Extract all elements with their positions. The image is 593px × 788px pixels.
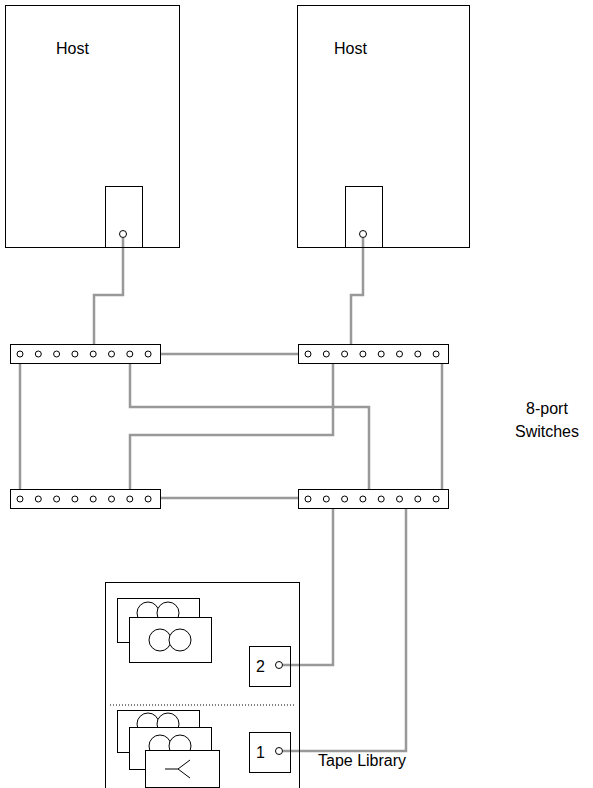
robot-unit xyxy=(146,751,220,788)
switch-port xyxy=(35,351,41,357)
port-box: 1 xyxy=(249,732,291,773)
switch-port xyxy=(54,351,60,357)
tape-reel xyxy=(149,629,171,651)
wire xyxy=(151,353,312,356)
library-port xyxy=(276,748,283,755)
library-port xyxy=(276,662,283,669)
tape-reel xyxy=(169,629,191,651)
switch-port xyxy=(145,496,151,502)
switch-port xyxy=(415,351,421,357)
switch-port xyxy=(433,496,439,502)
switch-port xyxy=(323,351,329,357)
tape-library-box: Tape Library21 xyxy=(105,582,300,788)
tape-cartridge xyxy=(130,618,212,663)
host-label: Host xyxy=(56,39,89,58)
host-label: Host xyxy=(334,39,367,58)
switches xyxy=(11,345,449,509)
switch-port xyxy=(35,496,41,502)
switch-port xyxy=(323,496,329,502)
switch-port xyxy=(305,496,311,502)
switch-port xyxy=(397,351,403,357)
switch-port xyxy=(90,496,96,502)
divider-line xyxy=(110,705,295,706)
library-label: Tape Library xyxy=(318,751,406,770)
switch-port xyxy=(17,351,23,357)
port-number: 2 xyxy=(256,657,265,676)
switch-port xyxy=(54,496,60,502)
switch-port xyxy=(127,351,133,357)
switch-port xyxy=(433,351,439,357)
switch-port xyxy=(397,496,403,502)
switch-body xyxy=(299,490,449,509)
switch-body xyxy=(11,345,161,364)
hba-port xyxy=(360,231,367,238)
switch-port xyxy=(378,351,384,357)
tape-drives xyxy=(118,599,220,788)
switch-port xyxy=(17,496,23,502)
port-box: 2 xyxy=(249,646,291,687)
wire xyxy=(283,501,333,665)
switch-port xyxy=(360,496,366,502)
wire xyxy=(283,501,406,751)
switch-port xyxy=(127,496,133,502)
wire xyxy=(441,357,444,495)
port-number: 1 xyxy=(256,743,265,762)
wire xyxy=(19,357,22,495)
wire xyxy=(151,497,312,500)
switch-port xyxy=(415,496,421,502)
switch-body xyxy=(11,490,161,509)
switch-body xyxy=(299,345,449,364)
switch-port xyxy=(109,351,115,357)
switch-port xyxy=(305,351,311,357)
switch-port xyxy=(90,351,96,357)
wire xyxy=(130,357,333,495)
switch-group-label: 8-port Switches xyxy=(505,397,589,443)
wire xyxy=(130,357,369,495)
switch-port xyxy=(72,496,78,502)
switch-port xyxy=(342,351,348,357)
switch-port xyxy=(109,496,115,502)
host-box: Host xyxy=(297,5,470,248)
switch-port xyxy=(342,496,348,502)
wire xyxy=(94,238,123,351)
switch-port xyxy=(360,351,366,357)
switch-port xyxy=(378,496,384,502)
host-box: Host xyxy=(5,5,180,248)
switch-port xyxy=(72,351,78,357)
hba-port xyxy=(120,231,127,238)
wire xyxy=(351,238,363,351)
robot-symbol xyxy=(165,760,190,778)
switch-port xyxy=(145,351,151,357)
